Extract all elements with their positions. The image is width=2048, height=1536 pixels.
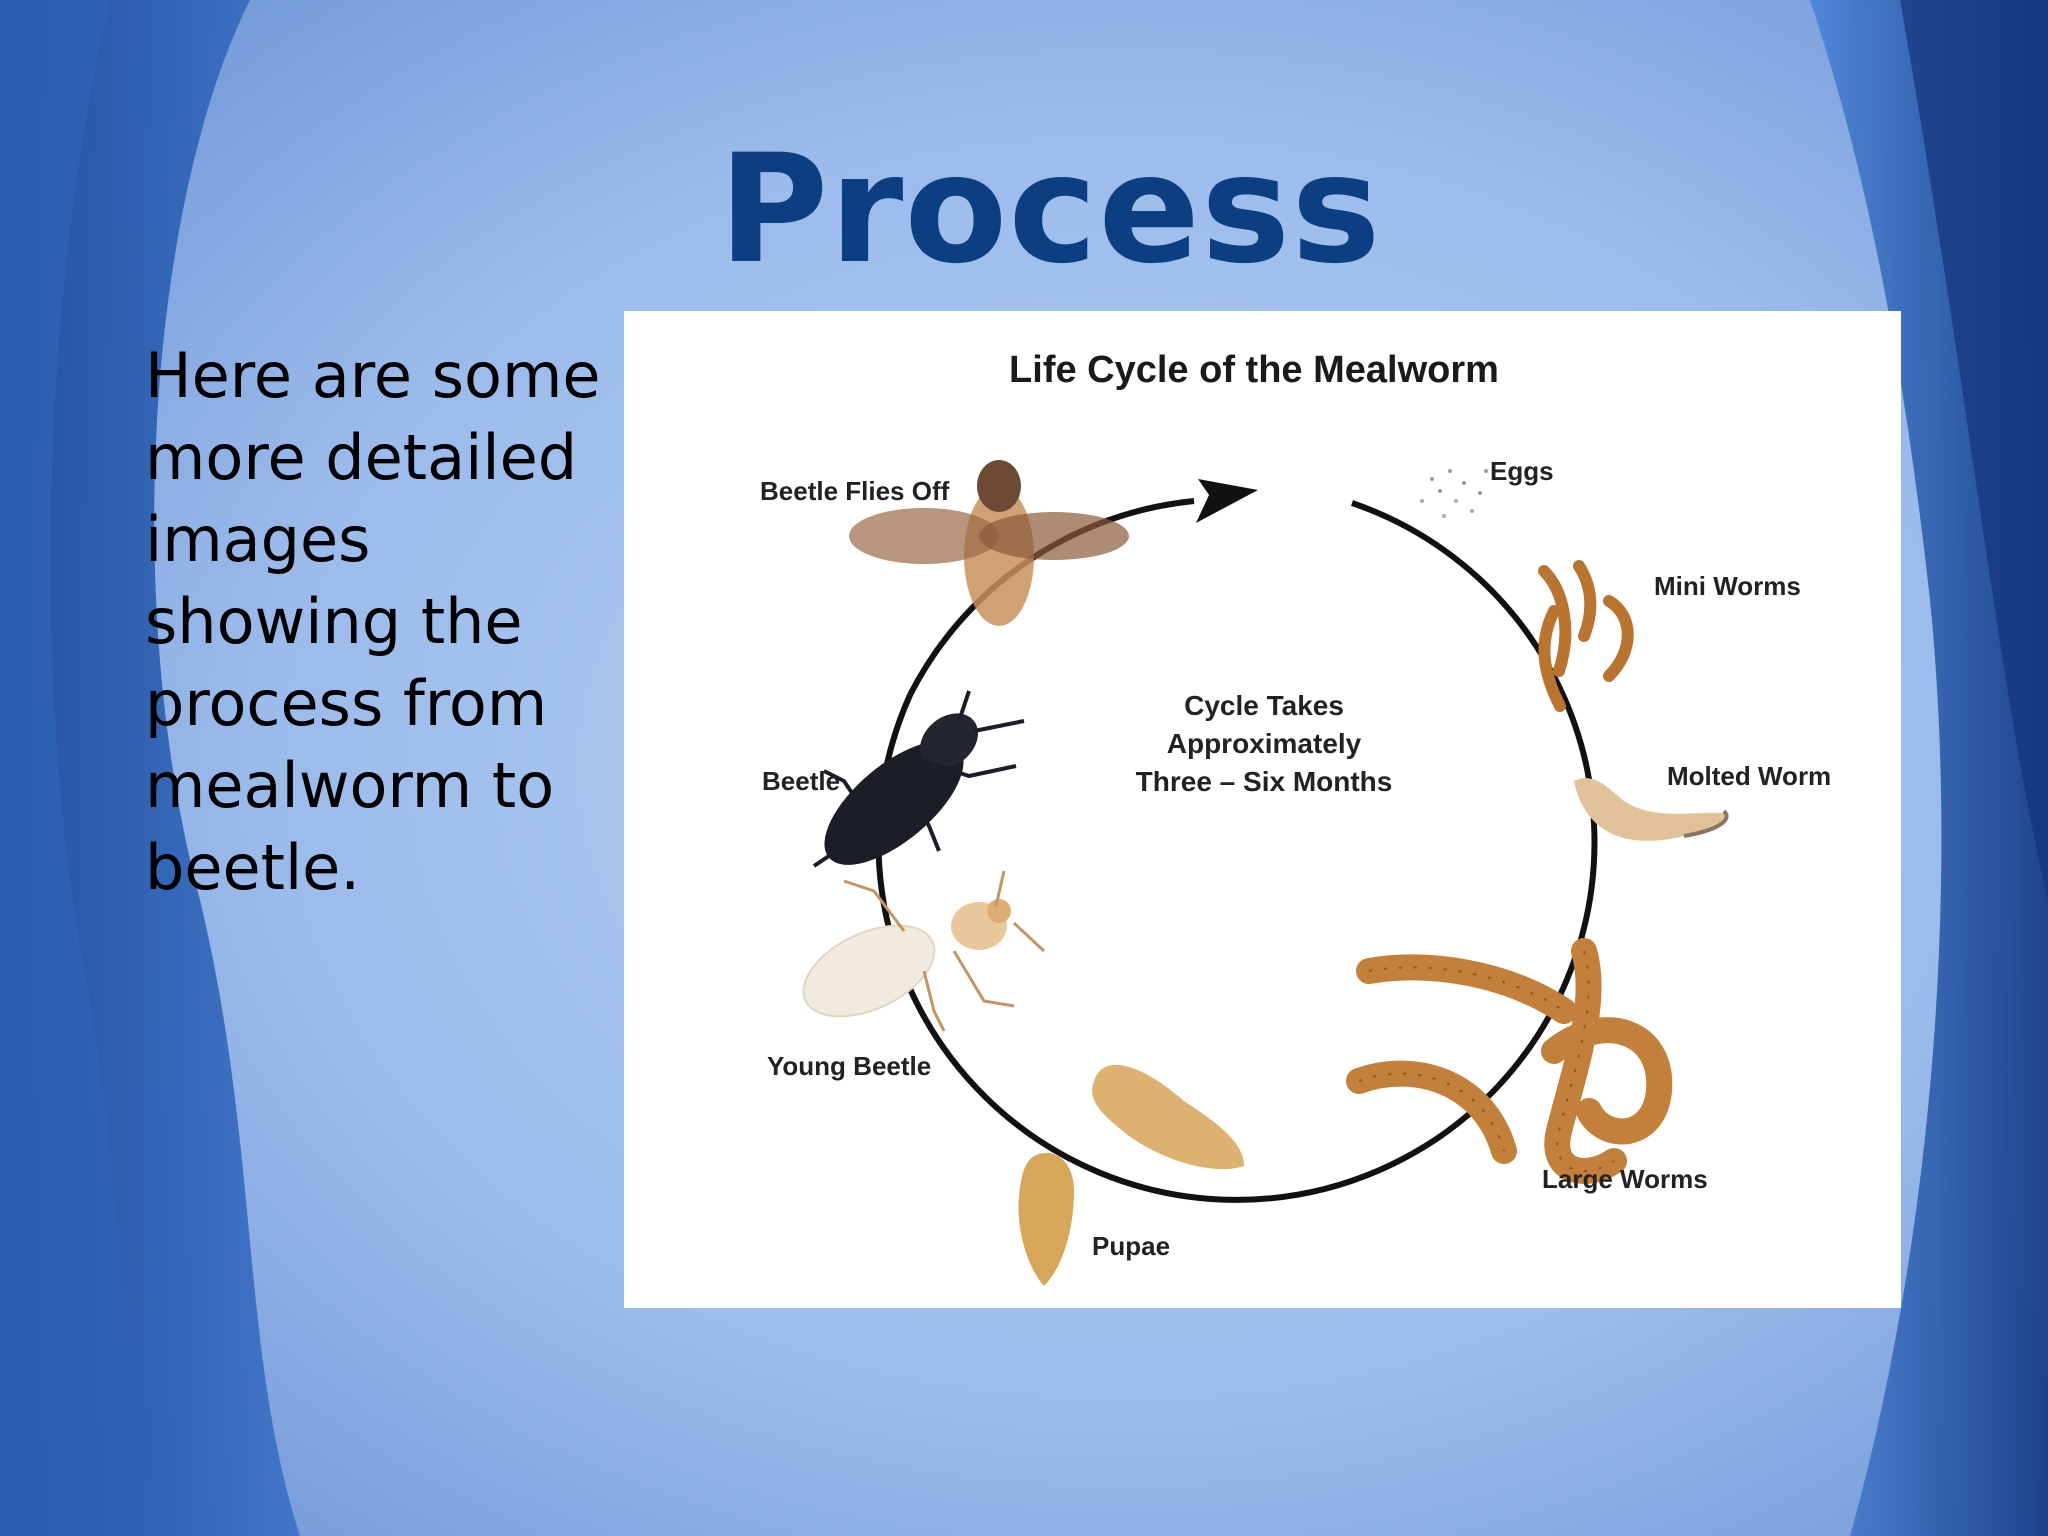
beetle-icon (812, 690, 1025, 868)
large-worms-icon (1346, 938, 1673, 1184)
flying-beetle-icon (849, 460, 1129, 626)
large-worms-segments (1358, 950, 1615, 1172)
cycle-duration-note: Cycle Takes Approximately Three – Six Mo… (1104, 687, 1424, 801)
pupa-icon (1018, 1064, 1244, 1286)
stage-label-beetle: Beetle (762, 766, 841, 796)
molted-worm-icon (1574, 778, 1729, 841)
slide-title: Process (718, 123, 1382, 297)
stage-label-pupae: Pupae (1092, 1231, 1171, 1261)
eggs-icon (1420, 469, 1488, 518)
life-cycle-figure: Life Cycle of the Mealworm Beetle Flies … (624, 311, 1901, 1308)
stage-label-beetle-flies-off: Beetle Flies Off (760, 476, 950, 506)
young-beetle-icon (802, 870, 1046, 1032)
mini-worms-icon (1538, 560, 1634, 712)
cycle-duration-line-1: Cycle Takes (1184, 690, 1344, 721)
cycle-duration-line-2: Approximately (1166, 728, 1362, 759)
life-cycle-diagram (802, 460, 1729, 1286)
cycle-duration-line-3: Three – Six Months (1135, 766, 1393, 797)
stage-label-large-worms: Large Worms (1542, 1164, 1708, 1194)
stage-label-molted-worm: Molted Worm (1667, 761, 1832, 791)
slide-body-text: Here are some more detailed images showi… (145, 339, 601, 904)
stage-label-eggs: Eggs (1490, 456, 1554, 486)
stage-label-young-beetle: Young Beetle (767, 1051, 932, 1081)
stage-label-mini-worms: Mini Worms (1654, 571, 1801, 601)
figure-title: Life Cycle of the Mealworm (1009, 349, 1499, 391)
cycle-arrow-icon (1196, 479, 1258, 523)
